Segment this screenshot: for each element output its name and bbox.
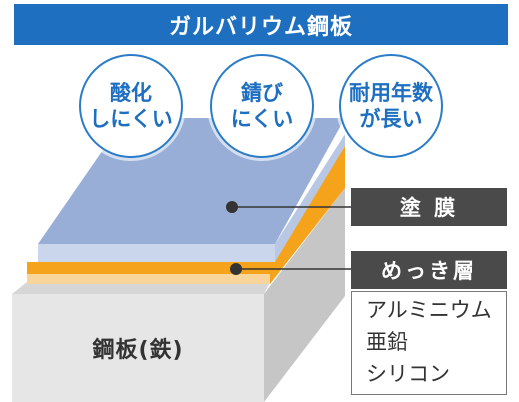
steel-side-face (264, 188, 345, 402)
plating-marker (230, 263, 242, 275)
badge-oxidation-line2: しにくい (89, 107, 173, 131)
steel-top-face (12, 282, 270, 294)
steel-front-face (12, 294, 264, 402)
coating-label: 塗 膜 (351, 188, 507, 226)
badge-durability: 耐用年数 が長い (339, 54, 443, 158)
page-title: ガルバリウム鋼板 (168, 14, 353, 40)
plating-label-text: めっき層 (381, 259, 477, 283)
steel-label: 鋼板(鉄) (92, 338, 184, 363)
badge-durability-line2: が長い (359, 107, 423, 131)
component-aluminium: アルミニウム (366, 298, 492, 322)
badge-rust-line1: 錆び (241, 81, 283, 105)
title-banner: ガルバリウム鋼板 (14, 4, 508, 45)
coating-side (275, 134, 345, 262)
badge-rust: 錆び にくい (210, 54, 314, 158)
badge-durability-line1: 耐用年数 (349, 81, 433, 105)
coating-front (38, 244, 275, 262)
badge-oxidation: 酸化 しにくい (79, 54, 183, 158)
component-silicon: シリコン (366, 362, 450, 386)
badge-rust-line2: にくい (230, 107, 294, 131)
badge-oxidation-line1: 酸化 (110, 81, 152, 105)
component-zinc: 亜鉛 (366, 330, 408, 354)
plating-side (270, 146, 345, 284)
coating-marker (226, 201, 238, 213)
coating-label-text: 塗 膜 (399, 196, 459, 220)
plating-components-box: アルミニウム 亜鉛 シリコン (351, 291, 507, 395)
plating-front (27, 262, 270, 274)
plating-label: めっき層 (351, 251, 507, 289)
plating-front-lower (27, 272, 270, 284)
